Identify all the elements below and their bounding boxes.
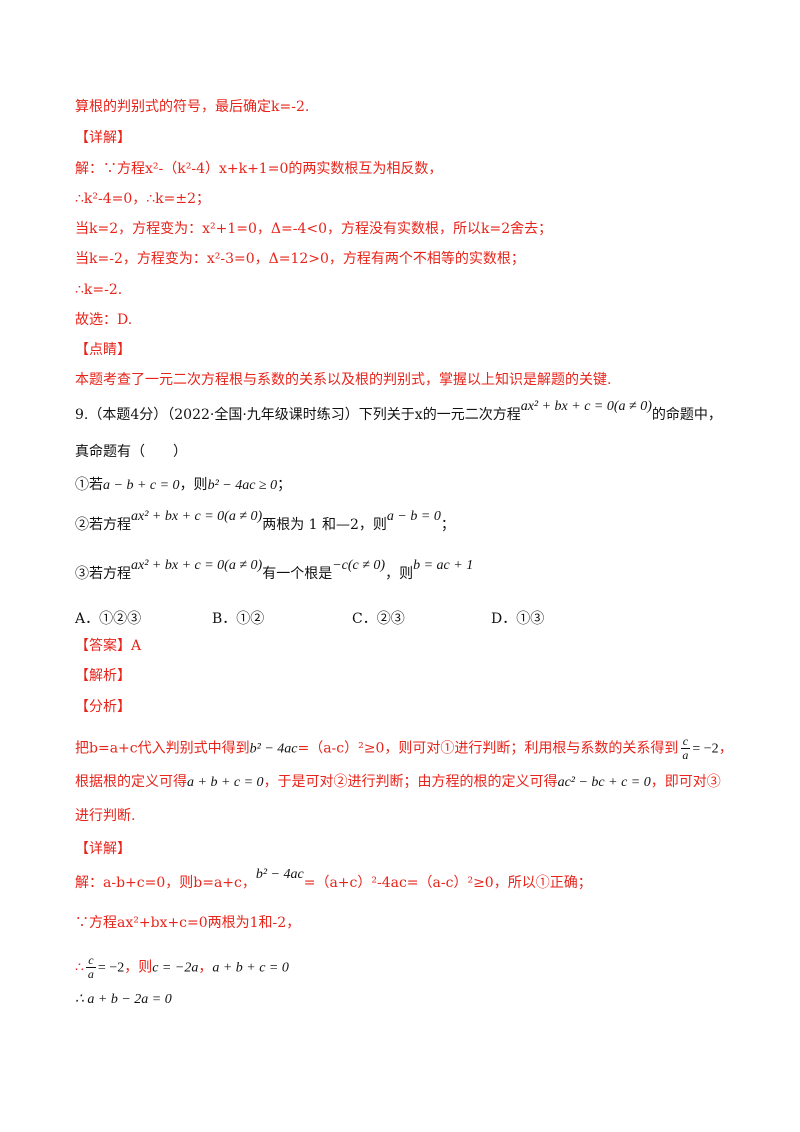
choice-c[interactable]: C．②③ [352, 611, 405, 627]
section-heading-detail-2: 【详解】 [75, 841, 131, 857]
choice-d[interactable]: D．①③ [491, 611, 545, 627]
fraction-numerator: c [86, 953, 96, 968]
math-expression: a − b + c = 0 [103, 478, 180, 493]
question-prefix: 9.（本题4分）（2022·全国·九年级课时练习）下列关于x的一元二次方程 [75, 407, 521, 423]
proposition-label: ①若 [75, 477, 103, 493]
text-fragment: ，则 [124, 959, 153, 976]
text-line: ∴k=-2. [75, 282, 123, 298]
text-fragment: 有一个根是 [262, 566, 333, 582]
detail-line-1: 解：a-b+c=0，则b=a+c，b² − 4ac=（a+c）²-4ac=（a-… [75, 867, 592, 894]
text-fragment: 根据根的定义可得 [75, 774, 187, 790]
question-equation: ax² + bx + c = 0(a ≠ 0) [520, 399, 652, 414]
analysis-line-3: 进行判断. [75, 808, 136, 824]
math-expression: ax² + bx + c = 0(a ≠ 0) [131, 509, 263, 524]
math-expression: a + b + c = 0 [212, 960, 289, 976]
choice-b[interactable]: B．①② [212, 611, 265, 627]
fraction-denominator: a [682, 748, 689, 762]
detail-line-2: ∵方程ax²+bx+c=0两根为1和-2， [75, 915, 301, 931]
text-fragment: =（a+c）²-4ac=（a-c）²≥0，所以①正确； [303, 875, 592, 891]
text-fragment: ，则 [179, 477, 208, 493]
math-expression: = −2 [692, 741, 719, 757]
proposition-3: ③若方程ax² + bx + c = 0(a ≠ 0)有一个根是−c(c ≠ 0… [75, 558, 473, 585]
section-heading-solution: 【解析】 [75, 668, 131, 684]
text-line: ∴k²-4=0，∴k=±2； [75, 191, 211, 207]
text-line: 当k=2，方程变为：x²+1=0，Δ=-4<0，方程没有实数根，所以k=2舍去； [75, 221, 553, 237]
detail-line-4: ∴ a + b − 2a = 0 [75, 992, 172, 1007]
text-fragment: ， [718, 740, 733, 757]
math-expression: b = ac + 1 [413, 558, 474, 573]
math-expression: c = −2a [152, 960, 199, 976]
text-fragment: ，则 [385, 566, 414, 582]
text-fragment: 解：a-b+c=0，则b=a+c， [75, 875, 256, 891]
text-fragment: 两根为 1 和—2，则 [262, 517, 387, 533]
analysis-line-2: 根据根的定义可得a + b + c = 0，于是可对②进行判断；由方程的根的定义… [75, 772, 721, 793]
text-line: 本题考查了一元二次方程根与系数的关系以及根的判别式，掌握以上知识是解题的关键. [75, 372, 612, 388]
proposition-2: ②若方程ax² + bx + c = 0(a ≠ 0)两根为 1 和—2，则a … [75, 509, 455, 536]
text-fragment: ； [277, 477, 292, 493]
text-fragment: ∴ [75, 959, 84, 976]
question-title: 9.（本题4分）（2022·全国·九年级课时练习）下列关于x的一元二次方程ax²… [75, 399, 722, 426]
choice-a[interactable]: A．①②③ [75, 611, 142, 627]
text-line: 当k=-2，方程变为：x²-3=0，Δ=12>0，方程有两个不相等的实数根； [75, 251, 525, 267]
section-heading-analysis: 【分析】 [75, 699, 131, 715]
text-fragment: =（a-c）²≥0，则可对①进行判断；利用根与系数的关系得到 [297, 740, 679, 757]
math-expression: b² − 4ac [249, 741, 298, 757]
math-expression: b² − 4ac ≥ 0 [207, 478, 278, 493]
math-expression: a − b = 0 [386, 509, 441, 524]
math-expression: ax² + bx + c = 0(a ≠ 0) [131, 558, 263, 573]
text-line: 故选：D. [75, 312, 133, 328]
math-expression: ac² − bc + c = 0 [557, 775, 651, 790]
text-fragment: ，于是可对②进行判断；由方程的根的定义可得 [263, 774, 558, 790]
proposition-1: ①若a − b + c = 0，则b² − 4ac ≥ 0； [75, 475, 291, 496]
text-fragment: 把b=a+c代入判别式中得到 [75, 740, 250, 757]
section-heading-comment: 【点睛】 [75, 342, 131, 358]
text-line: 解：∵方程x²-（k²-4）x+k+1=0的两实数根互为相反数， [75, 161, 443, 177]
analysis-line-1: 把b=a+c代入判别式中得到b² − 4ac=（a-c）²≥0，则可对①进行判断… [75, 735, 733, 762]
text-fragment: ， [198, 959, 213, 976]
section-heading-detail: 【详解】 [75, 130, 131, 146]
fraction-numerator: c [680, 734, 691, 749]
text-fragment: ，即可对③ [650, 774, 721, 790]
math-expression: a + b + c = 0 [187, 775, 264, 790]
proposition-label: ②若方程 [75, 517, 131, 533]
question-line: 真命题有（ ） [75, 444, 187, 460]
math-expression: −c(c ≠ 0) [332, 558, 386, 573]
math-expression: = −2 [97, 960, 125, 976]
fraction-denominator: a [87, 967, 94, 981]
math-expression: b² − 4ac [255, 867, 304, 882]
text-line: 算根的判别式的符号，最后确定k=-2. [75, 99, 310, 115]
text-fragment: ； [440, 517, 455, 533]
answer-line: 【答案】A [75, 638, 142, 654]
proposition-label: ③若方程 [75, 566, 131, 582]
question-suffix: 的命题中， [651, 407, 722, 423]
